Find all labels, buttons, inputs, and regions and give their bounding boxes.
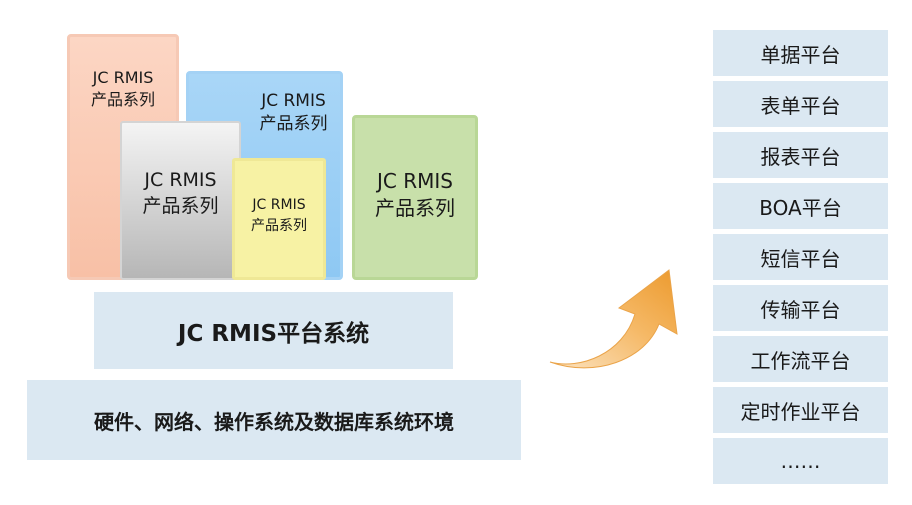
platform-list-item: 工作流平台 — [713, 336, 888, 382]
product-card-green: JC RMIS 产品系列 — [352, 115, 478, 280]
product-card-title: JC RMIS — [377, 169, 453, 193]
product-card-title: JC RMIS — [144, 169, 217, 191]
product-card-yellow: JC RMIS 产品系列 — [232, 158, 326, 280]
platform-list-item: 单据平台 — [713, 30, 888, 76]
platform-list-item: …… — [713, 438, 888, 484]
curved-up-arrow-icon — [549, 269, 678, 369]
product-card-subtitle: 产品系列 — [251, 218, 307, 234]
platform-list: 单据平台表单平台报表平台 BOA平台短信平台传输平台工作流平台定时作业平台 …… — [713, 30, 888, 484]
product-card-title: JC RMIS — [92, 68, 154, 87]
platform-list-item: 表单平台 — [713, 81, 888, 127]
platform-list-item: BOA平台 — [713, 183, 888, 229]
platform-list-item: 短信平台 — [713, 234, 888, 280]
platform-system-box: JC RMIS平台系统 — [94, 292, 453, 369]
product-card-subtitle: 产品系列 — [375, 196, 455, 220]
product-card-subtitle: 产品系列 — [142, 195, 219, 217]
platform-list-item: 定时作业平台 — [713, 387, 888, 433]
product-card-subtitle: 产品系列 — [259, 114, 328, 134]
product-card-title: JC RMIS — [261, 91, 326, 111]
product-card-subtitle: 产品系列 — [90, 90, 155, 109]
infrastructure-box: 硬件、网络、操作系统及数据库系统环境 — [27, 380, 521, 460]
product-card-title: JC RMIS — [252, 197, 306, 213]
product-card-gray: JC RMIS 产品系列 — [120, 121, 241, 280]
platform-list-item: 传输平台 — [713, 285, 888, 331]
platform-list-item: 报表平台 — [713, 132, 888, 178]
